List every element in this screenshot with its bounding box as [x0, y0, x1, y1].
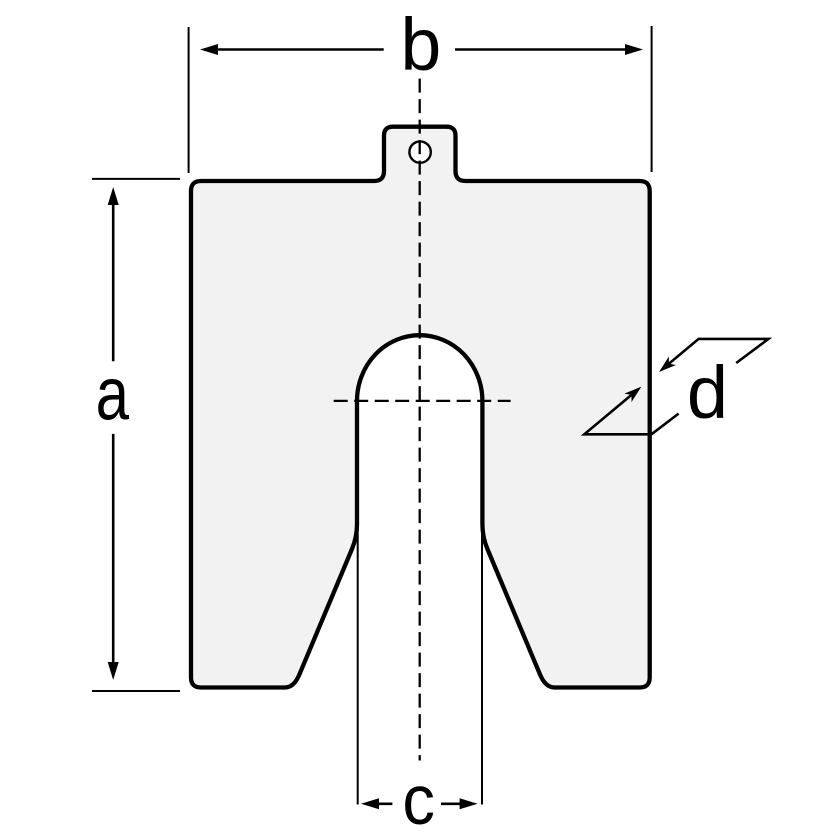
svg-text:c: c	[402, 762, 435, 840]
svg-text:b: b	[401, 3, 442, 86]
svg-text:d: d	[687, 351, 728, 434]
svg-text:a: a	[96, 352, 129, 436]
